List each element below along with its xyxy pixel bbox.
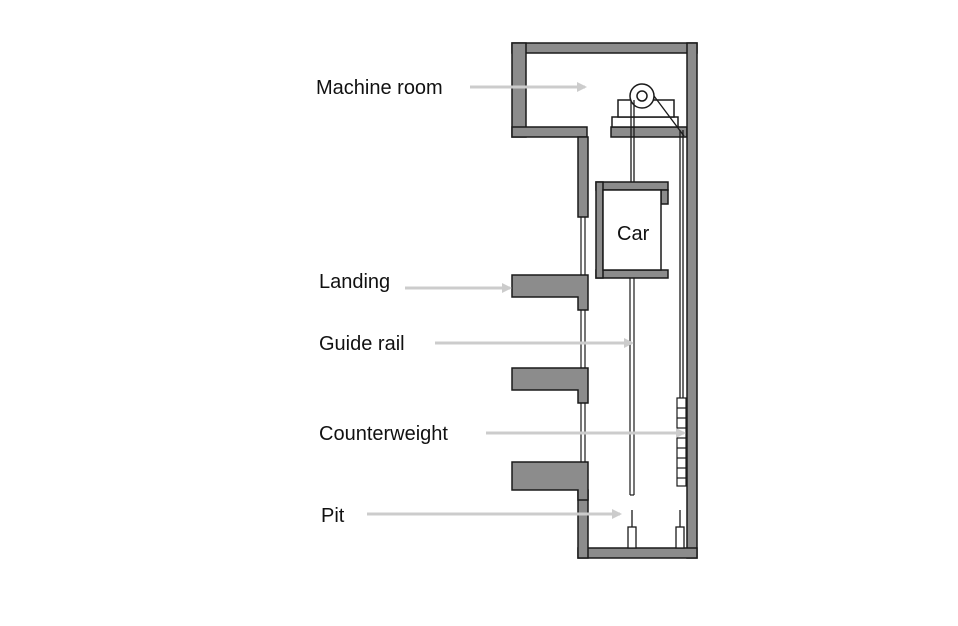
machine-base (611, 116, 679, 128)
pit-floor (577, 547, 698, 559)
pit-buffers (627, 510, 685, 549)
label-counterweight: Counterweight (319, 423, 448, 445)
pointer-arrows (367, 82, 686, 519)
landing-slab-3 (511, 461, 589, 501)
label-pit: Pit (321, 505, 345, 527)
landing-slab-2 (511, 367, 589, 404)
counterweight (676, 397, 687, 487)
shaft-right-wall (686, 42, 698, 559)
machine-room-floor-right (610, 126, 688, 138)
landing-slab-1 (511, 274, 589, 311)
guide-rail (629, 278, 635, 496)
sheave-inner-icon (636, 90, 648, 102)
machine-room-left-wall (511, 42, 527, 138)
landing-doors (580, 217, 586, 462)
label-car: Car (617, 223, 650, 245)
hoist-machine (611, 83, 679, 128)
label-machine-room: Machine room (316, 77, 443, 99)
label-landing: Landing (319, 271, 390, 293)
elevator-car (595, 181, 669, 279)
shaft-structure (511, 42, 698, 559)
machine-room-floor (511, 126, 588, 138)
machine-room-roof (511, 42, 698, 54)
hoist-ropes (630, 95, 685, 398)
shaft-left-wall-upper (577, 136, 589, 218)
label-guide-rail: Guide rail (319, 333, 405, 355)
